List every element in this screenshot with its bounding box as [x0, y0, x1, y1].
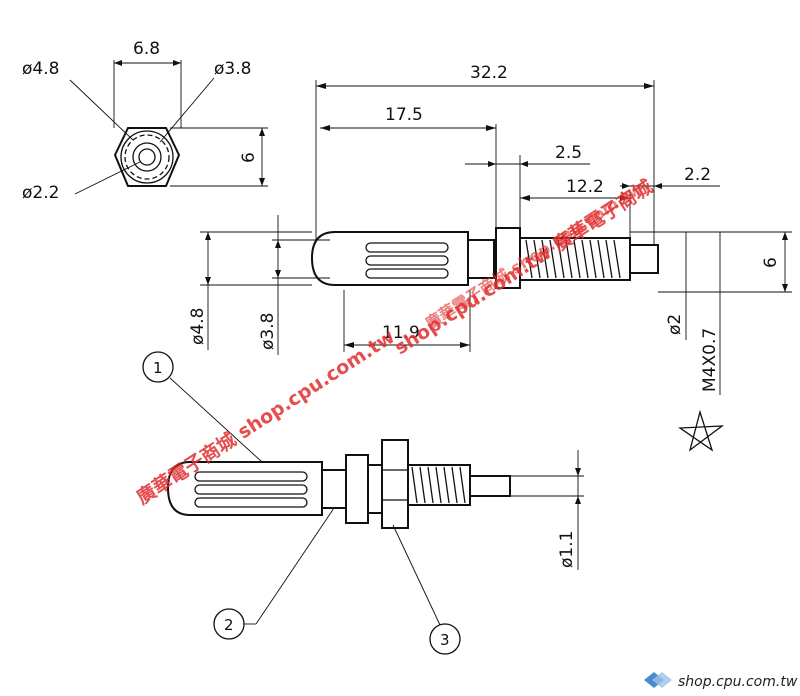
plug-neck [467, 239, 495, 279]
inner-circle [132, 142, 162, 172]
callout-2: 2 [224, 616, 234, 634]
assembly-washer [367, 464, 383, 514]
dim-end-outer: ø4.8 [22, 59, 59, 79]
plug-body [310, 231, 469, 286]
assembly-collar [345, 454, 369, 524]
dim-end-width: 6.8 [133, 39, 160, 59]
watermark-tertiary: 廣華電子商城 shop.cpu.com.tw [422, 178, 646, 333]
footer: shop.cpu.com.tw [644, 672, 798, 690]
dim-collar: 2.5 [555, 143, 582, 163]
dim-plug-length: 17.5 [385, 105, 423, 125]
callout-1-circle [142, 351, 174, 383]
assembly-view: ø1.1 1 2 3 [142, 351, 584, 655]
footer-site: shop.cpu.com.tw [678, 674, 798, 690]
assembly-plug-body [166, 461, 323, 516]
callout-3: 3 [440, 631, 450, 649]
star-icon [678, 409, 725, 452]
dim-wire: ø1.1 [557, 531, 577, 568]
dim-pin-dia: ø2 [665, 314, 685, 335]
assembly-pin [469, 475, 511, 497]
tip-pin [629, 244, 659, 274]
hex-outline [113, 127, 181, 187]
dim-spring-length: 11.9 [382, 323, 420, 343]
assembly-nut [381, 439, 409, 529]
callout-1: 1 [153, 359, 163, 377]
dim-end-inner: ø3.8 [214, 59, 251, 79]
dim-tip: 2.2 [684, 165, 711, 185]
dim-end-bore: ø2.2 [22, 183, 59, 203]
dim-side-height: 6 [761, 257, 781, 268]
assembly-neck [321, 469, 347, 509]
thread-circle [124, 134, 170, 180]
dim-end-height: 6 [239, 152, 259, 163]
outer-circle [120, 130, 174, 184]
end-view: 6.8 ø4.8 ø3.8 ø2.2 6 [22, 39, 268, 203]
dim-side-outer: ø4.8 [188, 308, 208, 345]
callout-3-circle [429, 623, 461, 655]
side-view: 32.2 17.5 2.5 12.2 2.2 6 [188, 63, 792, 452]
dim-thread-length: 12.2 [566, 177, 604, 197]
dim-overall: 32.2 [470, 63, 508, 83]
dim-side-inner: ø3.8 [258, 313, 278, 350]
dim-thread-spec: M4X0.7 [700, 328, 720, 392]
bore-circle [138, 148, 156, 166]
